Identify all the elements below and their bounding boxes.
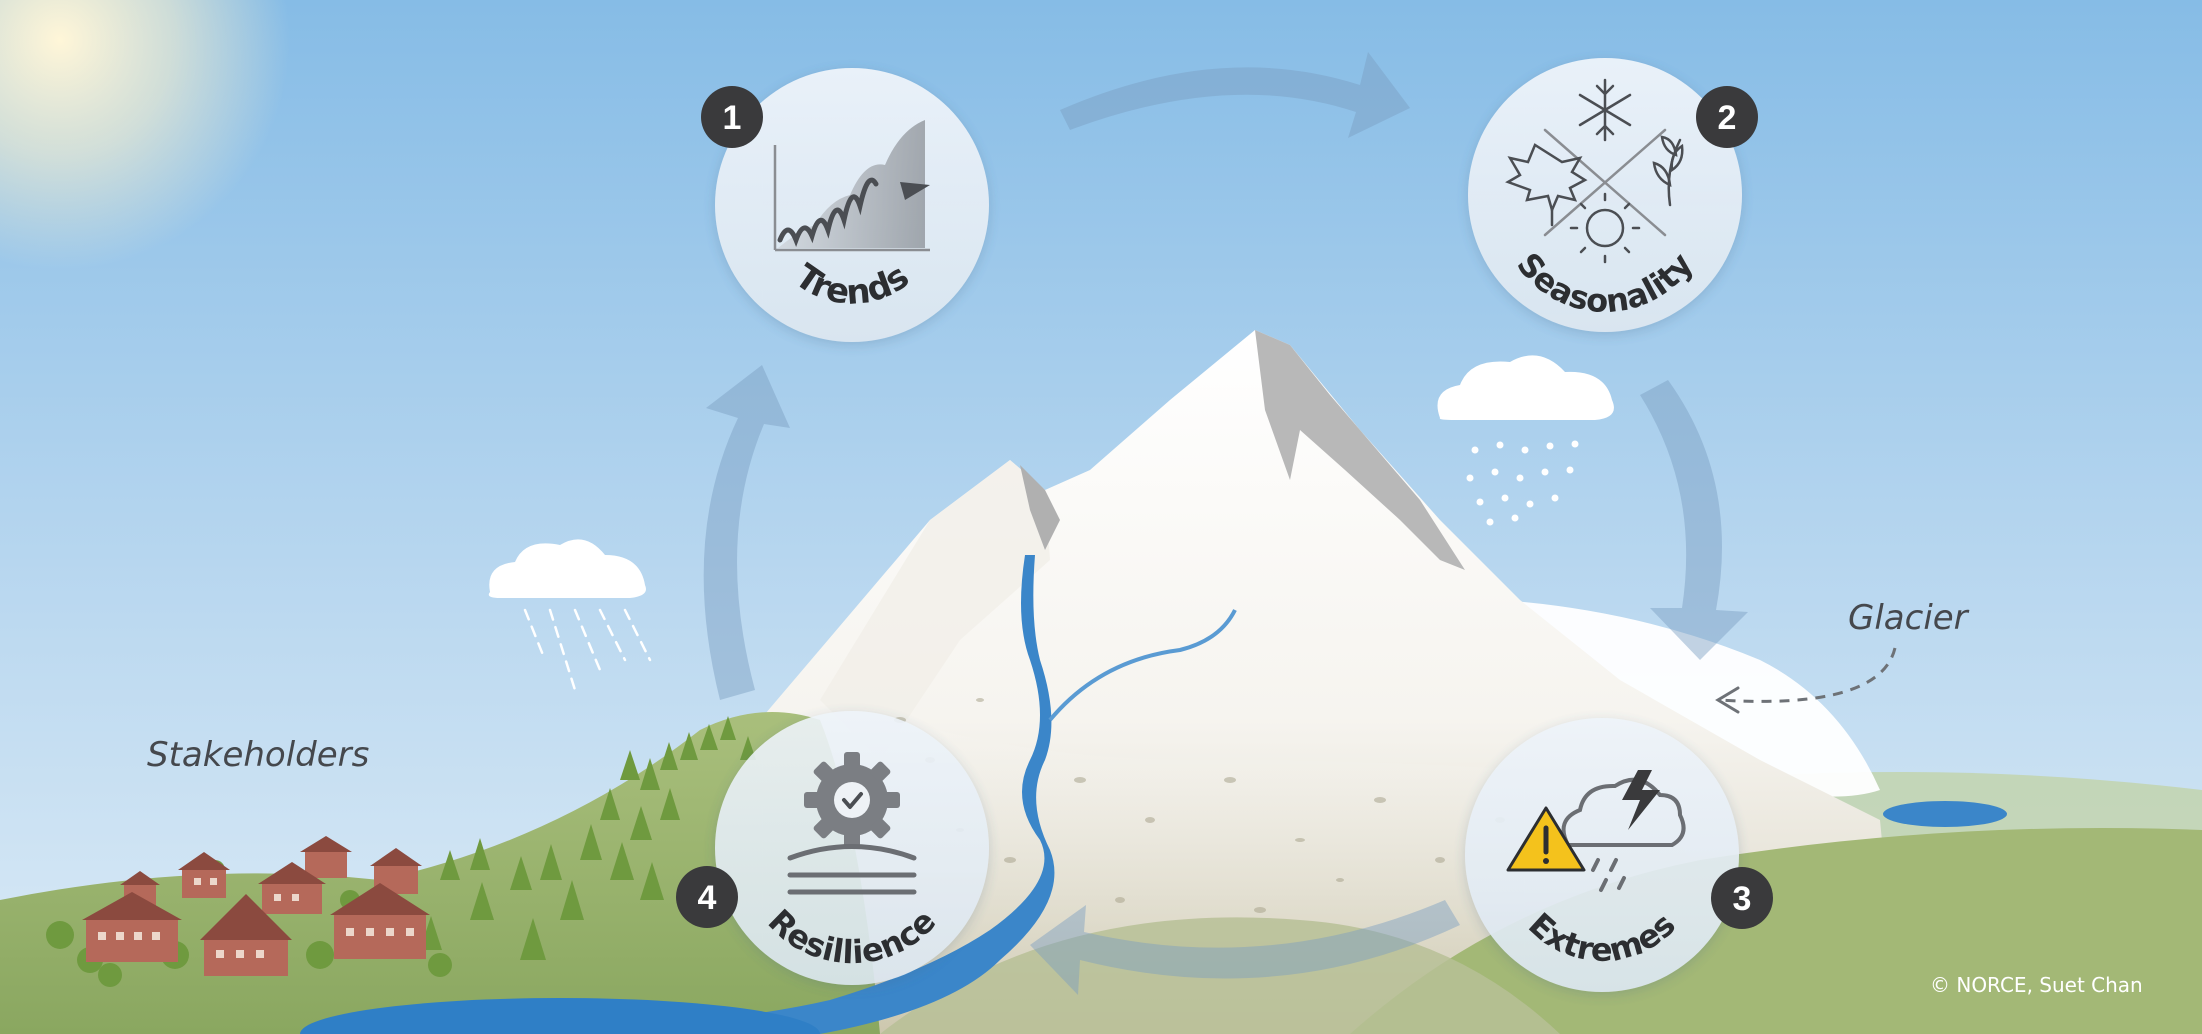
snow-cloud [1437, 355, 1614, 526]
badge-number: 2 [1718, 99, 1737, 137]
arrow-seasonality-to-extremes [1640, 380, 1748, 660]
storm-warning-icon [1506, 770, 1686, 892]
badge-2: 2 [1696, 86, 1758, 148]
house [258, 862, 326, 914]
node-extremes: 3 Extremes [1465, 718, 1773, 992]
trend-chart-icon [773, 120, 930, 252]
node-circle [1465, 718, 1739, 992]
badge-1: 1 [701, 86, 763, 148]
house [82, 892, 182, 962]
node-resilience: 4 Resillience [676, 711, 989, 985]
badge-3: 3 [1711, 867, 1773, 929]
arrow-resilience-to-trends [703, 365, 790, 700]
glacier [1500, 600, 1880, 797]
badge-number: 4 [698, 879, 717, 917]
glacier-lake [1883, 801, 2007, 827]
plant-icon [1652, 135, 1684, 207]
warning-triangle-icon [1506, 806, 1586, 872]
four-seasons-icon [1505, 78, 1684, 264]
sun-glow [0, 0, 290, 270]
sun-icon [1569, 192, 1641, 264]
snowflake-icon [1578, 78, 1632, 142]
cycle-arrows [703, 52, 1748, 995]
rain-cloud [488, 539, 652, 692]
lake [300, 998, 820, 1034]
river-tributary [1048, 609, 1237, 722]
house [178, 852, 230, 898]
house [300, 836, 352, 878]
copyright-credit: © NORCE, Suet Chan [1930, 973, 2143, 997]
stakeholders-label: Stakeholders [147, 735, 370, 775]
gear-check-icon [787, 752, 917, 895]
arrow-extremes-to-resilience [1030, 900, 1460, 995]
badge-4: 4 [676, 866, 738, 928]
maple-leaf-icon [1505, 143, 1588, 227]
badge-number: 3 [1733, 880, 1752, 918]
arrow-trends-to-seasonality [1060, 52, 1410, 138]
glacier-pointer-head [1715, 686, 1740, 714]
glacier-label: Glacier [1848, 598, 1968, 638]
node-trends: 1 Trends [701, 68, 989, 342]
badge-number: 1 [723, 99, 742, 137]
village [82, 836, 430, 976]
house [330, 883, 430, 959]
node-seasonality: 2 Seasonality [1468, 58, 1758, 332]
center-hill [880, 917, 1560, 1034]
